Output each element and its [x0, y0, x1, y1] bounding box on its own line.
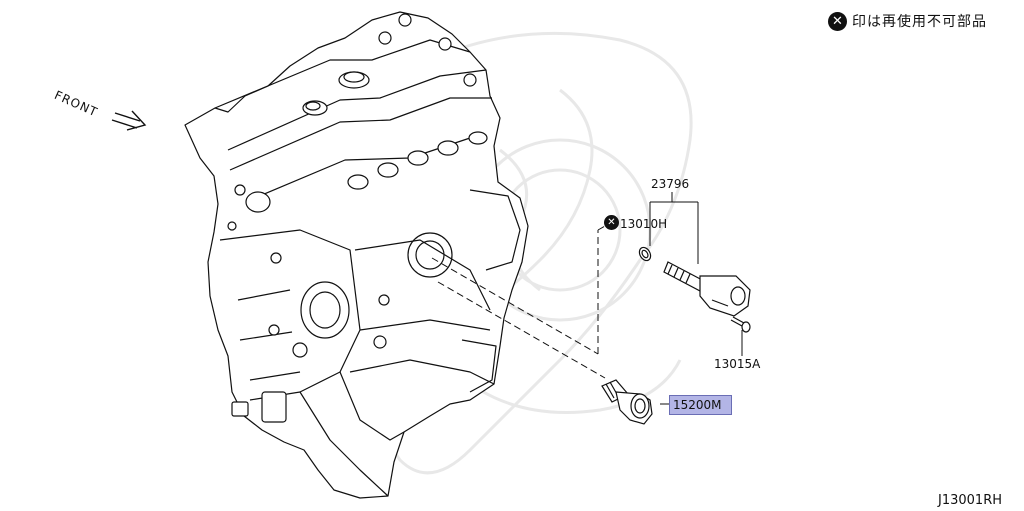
x-circle-icon: ✕: [828, 11, 847, 31]
front-arrow: [111, 110, 147, 131]
part-label-13015a[interactable]: 13015A: [714, 357, 761, 371]
legend-text: 印は再使用不可部品: [852, 14, 987, 30]
oil-strainer-15200m: [601, 379, 653, 425]
bolt-13015a: [730, 316, 751, 333]
part-label-15200m[interactable]: 15200M: [673, 398, 722, 412]
non-reusable-icon: ✕: [604, 215, 619, 230]
part-label-13010h[interactable]: 13010H: [620, 217, 668, 231]
legend: ✕ 印は再使用不可部品: [828, 10, 987, 32]
engine-block: [184, 11, 529, 499]
highlighted-part-box[interactable]: [669, 395, 732, 415]
o-ring-13010h: [638, 246, 652, 262]
part-23796-bracket: [649, 192, 743, 405]
diagram-code: J13001RH: [938, 493, 1002, 508]
part-label-23796[interactable]: 23796: [651, 177, 690, 191]
solenoid-valve-23796: [663, 261, 751, 317]
